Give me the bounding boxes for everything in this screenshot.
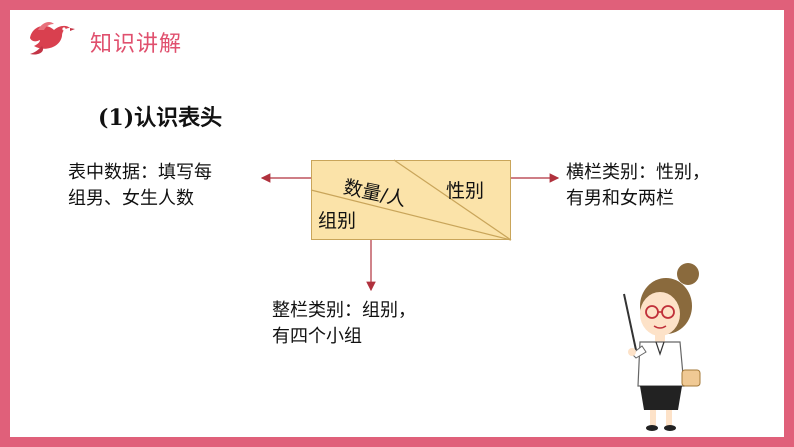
page-title: 知识讲解: [90, 32, 183, 57]
left-annotation: 表中数据：填写每 组男、女生人数: [68, 160, 278, 212]
slide: 知识讲解 (1)认识表头 数量/人 性别 组别 表中数据：填写每 组男、女生人数…: [10, 10, 784, 437]
bird-logo-icon: [30, 22, 75, 55]
table-header-cell: [311, 160, 511, 240]
right-annotation: 横栏类别：性别， 有男和女两栏: [566, 160, 776, 212]
left-annotation-line: 表中数据：填写每: [68, 162, 212, 183]
bottom-annotation-line: 整栏类别：组别，: [272, 300, 416, 321]
right-annotation-line: 横栏类别：性别，: [566, 162, 710, 183]
right-annotation-line: 有男和女两栏: [566, 188, 674, 209]
gender-header-label: 性别: [446, 180, 485, 202]
section-heading: (1)认识表头: [98, 105, 223, 131]
left-annotation-line: 组男、女生人数: [68, 188, 194, 209]
group-header-label: 组别: [318, 210, 357, 232]
bottom-annotation-line: 有四个小组: [272, 326, 362, 347]
diagram-lines: [260, 159, 560, 292]
teacher-illustration: [623, 263, 701, 431]
bottom-annotation: 整栏类别：组别， 有四个小组: [272, 298, 482, 350]
